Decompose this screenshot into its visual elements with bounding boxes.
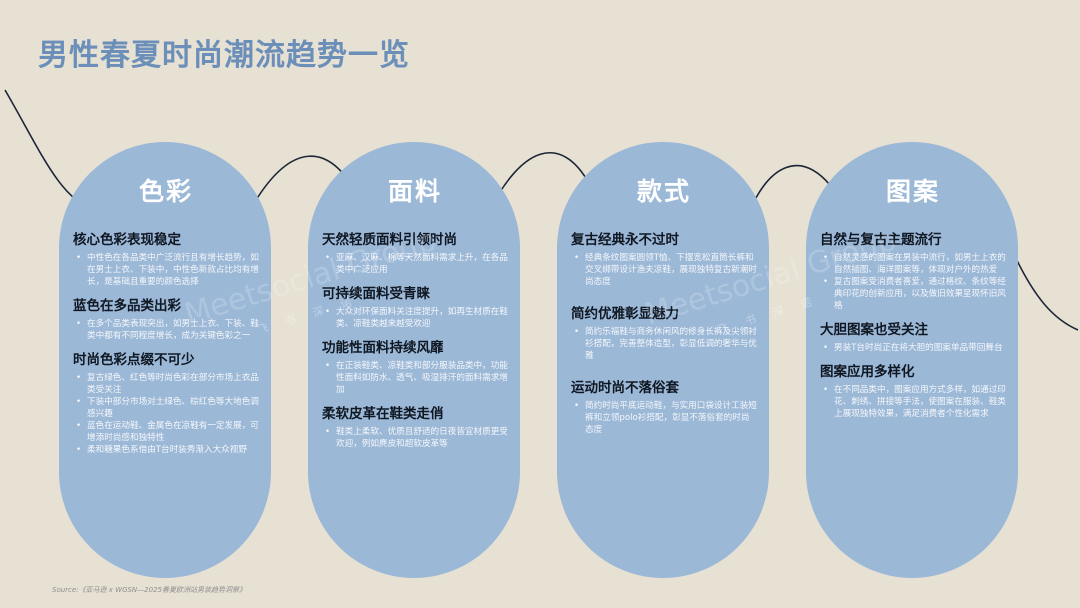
section: 天然轻质面料引领时尚 亚麻、汉麻、棉等天然面料需求上升，在各品类中广泛应用 [322, 232, 508, 276]
section-heading: 核心色彩表现稳定 [73, 232, 181, 248]
section: 柔软皮革在鞋类走俏 鞋类上柔软、优质且舒适的日夜皆宜材质更受欢迎，例如麂皮和超软… [322, 406, 508, 450]
section-heading: 复古经典永不过时 [571, 232, 679, 248]
column-fabric: 面料 天然轻质面料引领时尚 亚麻、汉麻、棉等天然面料需求上升，在各品类中广泛应用… [308, 142, 520, 578]
section-heading: 可持续面料受青睐 [322, 286, 430, 302]
section-heading: 图案应用多样化 [820, 364, 915, 380]
bullet: 在多个品类表现突出，如男士上衣、下装、鞋类中都有不同程度增长，成为关键色彩之一 [73, 318, 259, 342]
column-title: 面料 [387, 177, 442, 206]
bullet: 男装T台时尚正在将大胆的图案单品带回舞台 [820, 342, 1006, 354]
bullet: 柔和糖果色系借由T台时装秀渐入大众视野 [73, 444, 259, 456]
column-title: 图案 [885, 177, 940, 206]
bullet: 大众对环保面料关注度提升，如再生材质在鞋类、凉鞋类越来越受欢迎 [322, 306, 508, 330]
column-pattern: 图案 自然与复古主题流行 自然灵感的图案在男装中流行，如男士上衣的自然插图、海洋… [806, 142, 1018, 578]
section-heading: 蓝色在多品类出彩 [73, 298, 181, 314]
bullet: 复古图案受消费者喜爱，通过格纹、条纹等经典印花的创新应用，以及做旧效果呈现怀旧风… [820, 276, 1006, 312]
bullet: 下装中部分市场对土绿色、棕红色等大地色调感兴趣 [73, 396, 259, 420]
column-title: 色彩 [138, 177, 193, 206]
section: 蓝色在多品类出彩 在多个品类表现突出，如男士上衣、下装、鞋类中都有不同程度增长，… [73, 298, 259, 342]
source-note: Source:《亚马逊 x WGSN—2025春夏欧洲站男装趋势洞察》 [52, 586, 246, 594]
bullet: 复古绿色、红色等时尚色彩在部分市场上衣品类受关注 [73, 372, 259, 396]
page-title: 男性春夏时尚潮流趋势一览 [38, 38, 410, 73]
section: 功能性面料持续风靡 在正装鞋类、凉鞋类和部分服装品类中，功能性面料如防水、透气、… [322, 340, 508, 396]
bullet: 蓝色在运动鞋、金属色在凉鞋有一定发展，可增添时尚感和独特性 [73, 420, 259, 444]
column-title: 款式 [636, 177, 691, 206]
bullet: 在正装鞋类、凉鞋类和部分服装品类中，功能性面料如防水、透气、吸湿排汗的面料需求增… [322, 360, 508, 396]
section-heading: 时尚色彩点缀不可少 [73, 352, 195, 368]
bullet: 中性色在各品类中广泛流行且有增长趋势，如在男士上衣、下装中，中性色新款占比均有增… [73, 252, 259, 288]
section: 运动时尚不落俗套 简约时尚平底运动鞋，与实用口袋设计工装短裤和立领polo衫搭配… [571, 380, 757, 436]
section-heading: 功能性面料持续风靡 [322, 340, 444, 356]
column-color: 色彩 核心色彩表现稳定 中性色在各品类中广泛流行且有增长趋势，如在男士上衣、下装… [59, 142, 271, 578]
bullet: 自然灵感的图案在男装中流行，如男士上衣的自然插图、海洋图案等，体现对户外的热爱 [820, 252, 1006, 276]
section: 自然与复古主题流行 自然灵感的图案在男装中流行，如男士上衣的自然插图、海洋图案等… [820, 232, 1006, 312]
section-heading: 简约优雅彰显魅力 [571, 306, 679, 322]
bullet: 鞋类上柔软、优质且舒适的日夜皆宜材质更受欢迎，例如麂皮和超软皮革等 [322, 426, 508, 450]
section: 复古经典永不过时 经典条纹图案圆领T恤、下摆宽松直筒长裤和交叉绑带设计渔夫凉鞋，… [571, 232, 757, 288]
section: 核心色彩表现稳定 中性色在各品类中广泛流行且有增长趋势，如在男士上衣、下装中，中… [73, 232, 259, 288]
section: 大胆图案也受关注 男装T台时尚正在将大胆的图案单品带回舞台 [820, 322, 1006, 354]
bullet: 亚麻、汉麻、棉等天然面料需求上升，在各品类中广泛应用 [322, 252, 508, 276]
section-heading: 自然与复古主题流行 [820, 232, 942, 248]
bullet: 简约乐福鞋与商务休闲风的修身长裤及尖领衬衫搭配，完善整体造型，彰显低调的奢华与优… [571, 326, 757, 362]
section: 时尚色彩点缀不可少 复古绿色、红色等时尚色彩在部分市场上衣品类受关注 下装中部分… [73, 352, 259, 456]
section-heading: 大胆图案也受关注 [820, 322, 928, 338]
section-heading: 天然轻质面料引领时尚 [322, 232, 457, 248]
section: 可持续面料受青睐 大众对环保面料关注度提升，如再生材质在鞋类、凉鞋类越来越受欢迎 [322, 286, 508, 330]
section: 图案应用多样化 在不同品类中，图案应用方式多样，如通过印花、刺绣、拼接等手法，使… [820, 364, 1006, 420]
section-heading: 柔软皮革在鞋类走俏 [322, 406, 444, 422]
section: 简约优雅彰显魅力 简约乐福鞋与商务休闲风的修身长裤及尖领衬衫搭配，完善整体造型，… [571, 306, 757, 362]
bullet: 简约时尚平底运动鞋，与实用口袋设计工装短裤和立领polo衫搭配，彰显不落俗套的时… [571, 400, 757, 436]
column-style: 款式 复古经典永不过时 经典条纹图案圆领T恤、下摆宽松直筒长裤和交叉绑带设计渔夫… [557, 142, 769, 578]
bullet: 经典条纹图案圆领T恤、下摆宽松直筒长裤和交叉绑带设计渔夫凉鞋，展现独特复古新潮时… [571, 252, 757, 288]
bullet: 在不同品类中，图案应用方式多样，如通过印花、刺绣、拼接等手法，使图案在服装、鞋类… [820, 384, 1006, 420]
section-heading: 运动时尚不落俗套 [571, 380, 679, 396]
